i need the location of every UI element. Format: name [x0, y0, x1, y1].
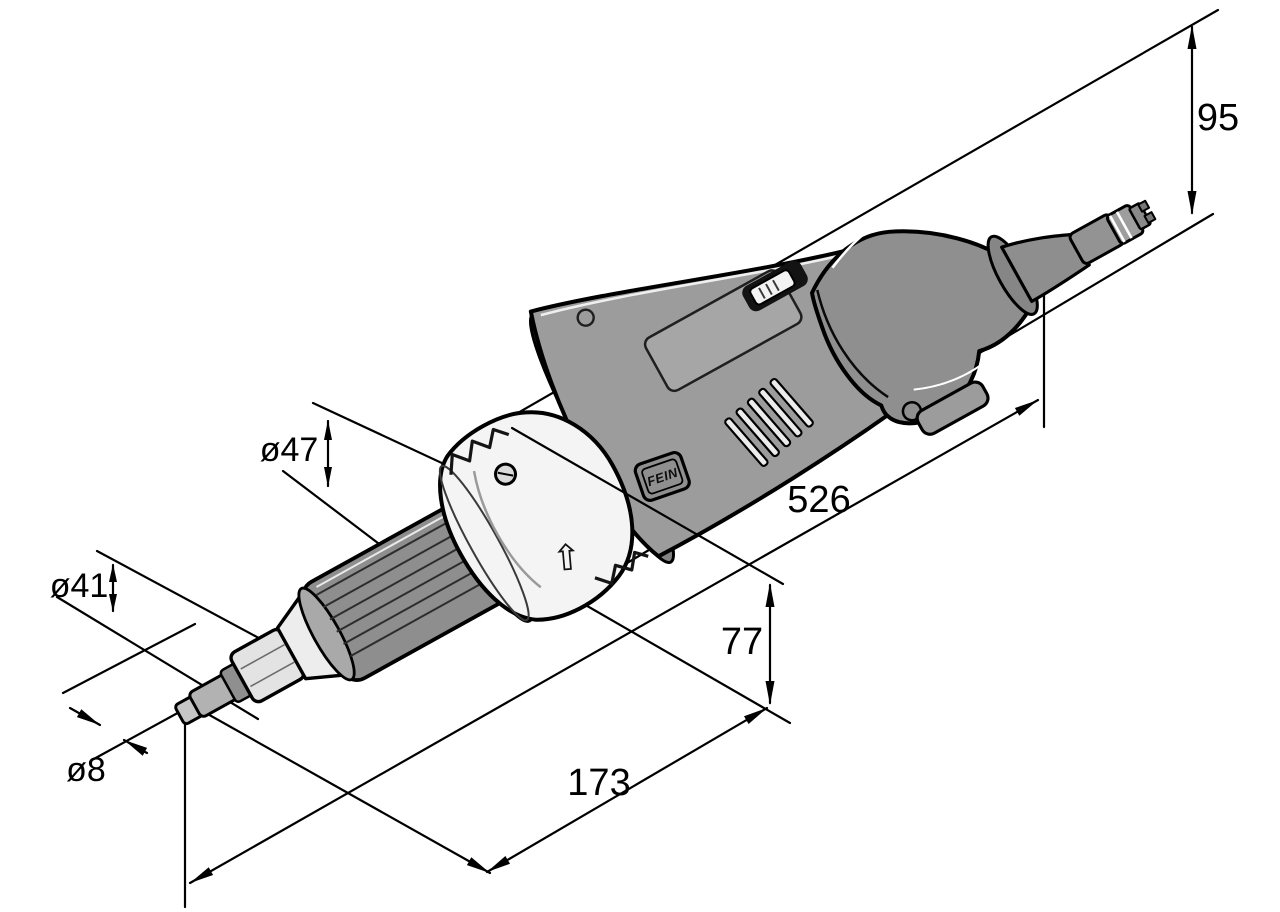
- cord-tip: [1128, 202, 1152, 231]
- trigger-paddle: [915, 380, 990, 436]
- dim-label-526: 526: [787, 479, 850, 521]
- tangent-line-dia8-top: [61, 622, 197, 695]
- vent-slots: [724, 377, 814, 467]
- barrel-highlight: [316, 515, 445, 588]
- rotation-arrow-icon: ⇧: [550, 536, 584, 579]
- grinder-drawing: FEIN ⇧: [174, 190, 1157, 726]
- arrow-77-bottom: [765, 681, 775, 705]
- arrow-173-left: [487, 856, 510, 872]
- dim-label-95: 95: [1197, 97, 1239, 139]
- arrowheads: [76, 25, 1197, 883]
- arrow-95-bottom: [1187, 191, 1197, 215]
- dim-label-77: 77: [721, 621, 763, 663]
- cord-boot: [1000, 232, 1091, 304]
- cord-tip-notch: [1143, 211, 1157, 225]
- arrow-526-left: [190, 867, 214, 883]
- arrow-dia41-top: [109, 564, 117, 582]
- dimension-labels: 95 526 77 173 ø47 ø41 ø8: [50, 97, 1239, 804]
- dim-label-dia47: ø47: [260, 431, 319, 469]
- arrow-95-top: [1187, 25, 1197, 49]
- collar-inner-arc: [472, 470, 542, 589]
- barrel-front-cap: [297, 586, 356, 682]
- badge-outer: [633, 450, 691, 502]
- handle-body: [810, 229, 1032, 426]
- cord-tip-notch: [1137, 199, 1151, 213]
- collar-body: [438, 410, 635, 622]
- radial-line-collar-bottom: [554, 586, 792, 725]
- dim-line-173: [485, 706, 769, 874]
- arrow-77-top: [765, 583, 775, 607]
- arrow-nose-radial: [466, 857, 490, 873]
- cord-ring: [1108, 215, 1126, 243]
- collar-front-lip: [438, 464, 530, 622]
- badge-inner: [641, 458, 684, 495]
- arrow-526-right: [1014, 400, 1038, 416]
- grinder-power-cord: [986, 199, 1157, 316]
- arrow-dia47-bottom: [324, 467, 332, 487]
- arrow-dia8-lower: [124, 740, 148, 756]
- dim-label-dia41: ø41: [50, 567, 109, 605]
- arrow-173-right: [744, 708, 767, 724]
- collar-screw-slot: [497, 471, 514, 477]
- collar-knurl-bottom: [594, 550, 649, 585]
- arrow-dia41-bottom: [109, 594, 117, 612]
- arrow-dia8-upper: [76, 709, 100, 725]
- speed-switch: [742, 260, 808, 312]
- collet-hex-edge: [250, 661, 295, 688]
- collar-knurl-top: [449, 427, 510, 475]
- barrel-ribs: [315, 516, 491, 658]
- dim-label-dia8: ø8: [66, 751, 106, 789]
- cord-ring: [1115, 211, 1133, 239]
- radial-line-nose: [195, 706, 492, 875]
- handle-front-seam: [816, 289, 889, 399]
- handle-highlight-top: [831, 190, 958, 269]
- switch-ridges: [758, 279, 780, 299]
- dim-label-173: 173: [567, 762, 630, 804]
- dim-line-526: [188, 398, 1040, 885]
- collet-hex-edge: [240, 644, 285, 670]
- housing-top-highlight: [540, 253, 844, 317]
- grinder-handle: [810, 190, 1032, 436]
- housing-mark-circle: [576, 308, 595, 327]
- radial-line-collar-top: [510, 426, 785, 586]
- switch-slider: [749, 269, 796, 306]
- grinder-clamp-collar: ⇧: [438, 410, 649, 622]
- handle-highlight-bottom: [913, 344, 1004, 391]
- brand-badge: FEIN: [633, 450, 691, 502]
- arrow-dia47-top: [324, 420, 332, 440]
